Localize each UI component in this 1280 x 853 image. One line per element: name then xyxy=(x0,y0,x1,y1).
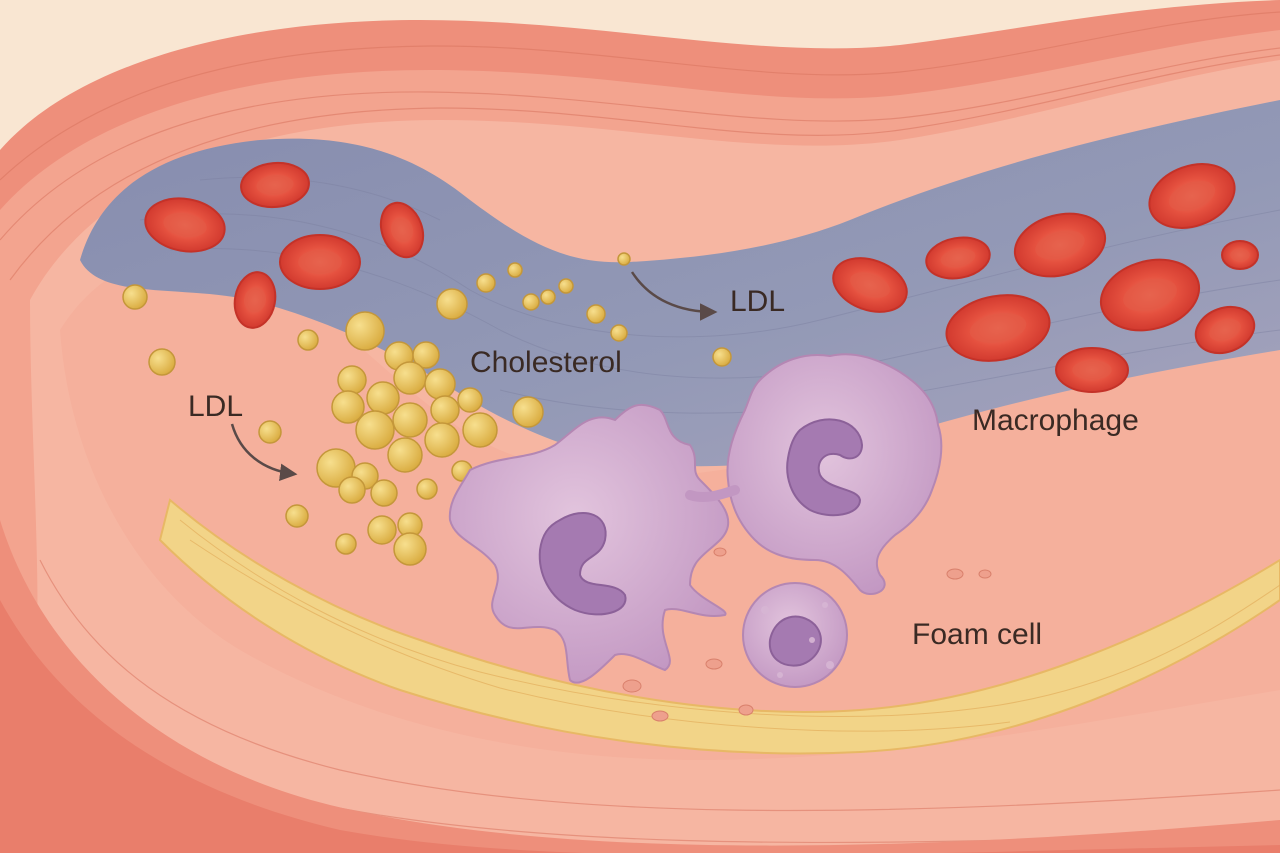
ldl-particle xyxy=(338,476,366,504)
ldl-particle xyxy=(345,311,385,351)
ldl-particle xyxy=(424,368,456,400)
ldl-particle xyxy=(387,437,423,473)
red-blood-cell xyxy=(233,271,277,329)
ldl-particle xyxy=(712,347,732,367)
ldl-particle xyxy=(367,515,397,545)
macrophage-right-nucleus xyxy=(786,418,864,517)
ldl-particle xyxy=(512,396,544,428)
ldl-particle xyxy=(424,422,460,458)
ldl-particle xyxy=(457,387,483,413)
label-cholesterol: Cholesterol xyxy=(470,346,622,379)
red-blood-cell xyxy=(279,234,361,290)
ldl-particle xyxy=(393,361,427,395)
ldl-particle xyxy=(540,289,556,305)
red-blood-cell xyxy=(1221,240,1259,270)
plaque-debris xyxy=(622,547,992,722)
macrophage-left-nucleus xyxy=(538,511,627,616)
red-blood-cell xyxy=(832,257,908,313)
ldl-particle xyxy=(476,273,496,293)
fatty-streak-lines xyxy=(179,519,1280,732)
red-blood-cell xyxy=(945,294,1051,362)
red-blood-cell xyxy=(925,236,991,280)
ldl-particle xyxy=(370,479,398,507)
ldl-particle xyxy=(416,478,438,500)
ldl-particle xyxy=(412,341,440,369)
ldl-particle xyxy=(122,284,148,310)
ldl-particle xyxy=(331,390,365,424)
red-blood-cell xyxy=(1148,163,1236,229)
red-blood-cell xyxy=(1099,258,1201,332)
ldl-particles xyxy=(122,252,732,566)
macrophage-cell-right xyxy=(685,353,943,595)
lower-wall-band xyxy=(0,600,1280,853)
macrophage-cell-left xyxy=(448,403,730,684)
curved-arrow-icon xyxy=(630,271,718,321)
red-blood-cell xyxy=(1055,347,1129,393)
label-macrophage: Macrophage xyxy=(972,404,1139,437)
ldl-particle xyxy=(586,304,606,324)
ldl-particle xyxy=(393,532,427,566)
ldl-particle xyxy=(392,402,428,438)
red-blood-cell xyxy=(240,161,310,209)
ldl-particle xyxy=(148,348,176,376)
ldl-particle xyxy=(558,278,574,294)
red-blood-cell xyxy=(1194,305,1256,355)
ldl-particle xyxy=(335,533,357,555)
ldl-particle xyxy=(430,395,460,425)
lumen xyxy=(80,100,1280,467)
red-blood-cell xyxy=(144,197,226,253)
red-blood-cells xyxy=(144,161,1259,393)
foam-cell xyxy=(742,582,848,688)
curved-arrow-icon xyxy=(230,423,298,481)
ldl-particle xyxy=(355,410,395,450)
ldl-particle xyxy=(366,381,400,415)
label-ldl-wall: LDL xyxy=(188,390,243,423)
label-foam-cell: Foam cell xyxy=(912,618,1042,651)
ldl-particle xyxy=(610,324,628,342)
ldl-particle xyxy=(297,329,319,351)
ldl-particle xyxy=(436,288,468,320)
ldl-particle xyxy=(522,293,540,311)
ldl-particle xyxy=(462,412,498,448)
label-ldl-lumen: LDL xyxy=(730,285,785,318)
red-blood-cell xyxy=(1013,212,1107,278)
fatty-streak xyxy=(158,498,1280,755)
ldl-particle xyxy=(507,262,523,278)
ldl-particle xyxy=(617,252,631,266)
red-blood-cell xyxy=(379,201,425,259)
ldl-particle xyxy=(258,420,282,444)
ldl-particle xyxy=(285,504,309,528)
ldl-particle xyxy=(337,365,367,395)
